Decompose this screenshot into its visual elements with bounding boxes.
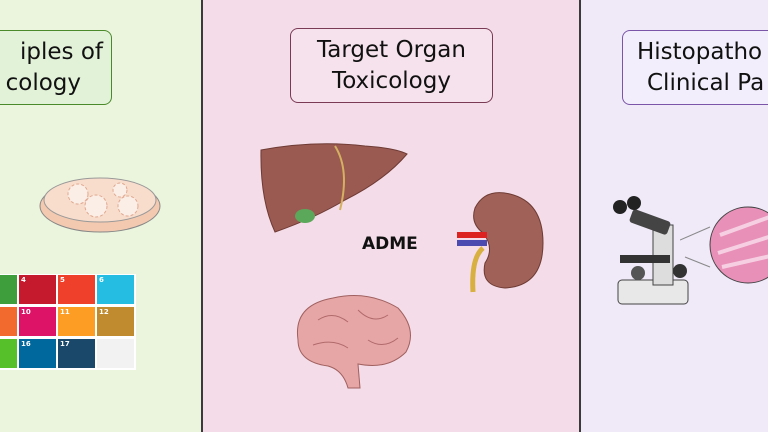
histopathology-title-box: Histopatho Clinical Pa (622, 30, 768, 105)
sdg-tile: 4 (19, 275, 56, 304)
microscope-illustration (613, 196, 689, 305)
sdg-tile: 10 (19, 307, 56, 336)
target-organ-title-box: Target Organ Toxicology (290, 28, 493, 103)
sdg-tile (97, 339, 134, 368)
principles-title-box: iples of cology (0, 30, 112, 105)
sdg-tile: 12 (97, 307, 134, 336)
title-line: Clinical Pa (647, 70, 765, 96)
title-line: iples of (20, 39, 103, 65)
liver-illustration (260, 143, 408, 233)
title-line: Histopatho (637, 39, 763, 65)
sdg-tile: 17 (58, 339, 95, 368)
title-line: Toxicology (332, 68, 451, 94)
title-line: cology (5, 70, 81, 96)
sdg-tile (0, 275, 17, 304)
brain-illustration (296, 295, 411, 389)
sdg-tile: 11 (58, 307, 95, 336)
sdg-tile (0, 307, 17, 336)
divider (579, 0, 581, 432)
tissue-magnified-view (680, 206, 768, 284)
petri-dish-illustration (39, 177, 161, 233)
sdg-tile (0, 339, 17, 368)
sdg-tile: 6 (97, 275, 134, 304)
title-line: Target Organ (317, 37, 466, 63)
divider (201, 0, 203, 432)
sdg-tile: 5 (58, 275, 95, 304)
sdg-tile: 16 (19, 339, 56, 368)
kidney-illustration (457, 192, 544, 293)
adme-label: ADME (362, 234, 418, 254)
